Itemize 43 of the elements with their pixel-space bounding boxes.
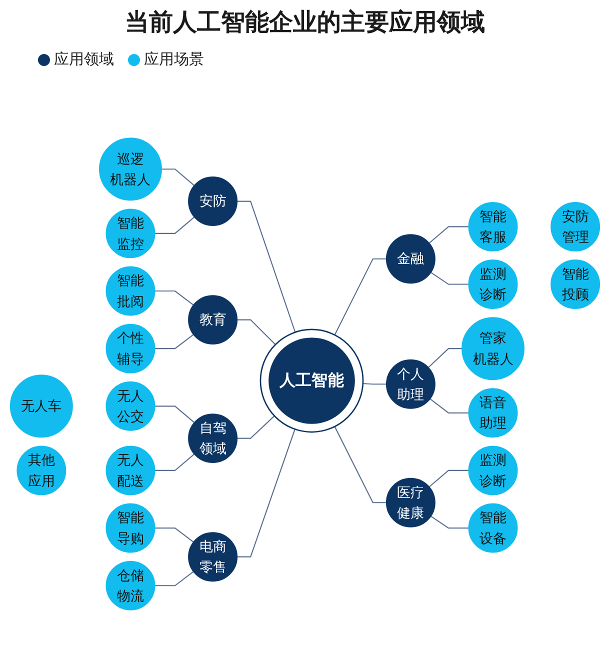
node-circle: 巡逻机器人: [99, 138, 162, 201]
node-circle: 个性辅导: [106, 324, 156, 374]
node-circle: 无人车: [10, 374, 73, 438]
connector: [154, 290, 194, 306]
node-circle: 智能客服: [468, 202, 518, 252]
node-circle: 智能设备: [468, 503, 518, 553]
connector: [428, 470, 469, 488]
node-circle: 金融: [386, 234, 436, 284]
node-circle: 电商零售: [188, 532, 238, 582]
connector: [154, 454, 195, 472]
connector: [428, 348, 462, 368]
node-circle: 智能投顾: [550, 260, 600, 309]
connector: [162, 168, 195, 186]
node-circle: 安防管理: [550, 202, 600, 252]
legend-label: 应用领域: [54, 50, 114, 69]
node-circle: 监测诊断: [468, 446, 518, 496]
node-circle: 自驾领域: [188, 414, 238, 464]
connector: [430, 398, 469, 414]
connector: [430, 272, 469, 285]
node-circle: 无人公交: [106, 381, 156, 431]
connector: [154, 334, 194, 350]
node-circle: 智能监控: [106, 208, 156, 258]
node-circle: 人工智能: [260, 328, 364, 433]
connector: [428, 226, 469, 244]
node-circle: 教育: [188, 295, 238, 345]
node-circle: 智能批阅: [106, 266, 156, 316]
connector: [154, 528, 194, 543]
node-circle: 语音助理: [468, 388, 518, 438]
node-circle: 智能导购: [106, 503, 156, 553]
node-circle: 其他应用: [16, 446, 66, 496]
node-circle: 管家机器人: [462, 317, 524, 380]
node-circle: 无人配送: [106, 446, 156, 496]
connector: [430, 516, 469, 529]
node-circle: 监测诊断: [468, 260, 518, 309]
title: 当前人工智能企业的主要应用领域: [125, 7, 485, 38]
legend-label: 应用场景: [144, 50, 204, 69]
node-circle: 安防: [188, 176, 238, 226]
connector: [154, 406, 195, 423]
node-circle: 个人助理: [386, 359, 436, 409]
connector: [154, 216, 195, 234]
node-circle: 仓储物流: [106, 560, 156, 610]
connector: [154, 571, 194, 586]
node-circle: 医疗健康: [386, 478, 436, 528]
